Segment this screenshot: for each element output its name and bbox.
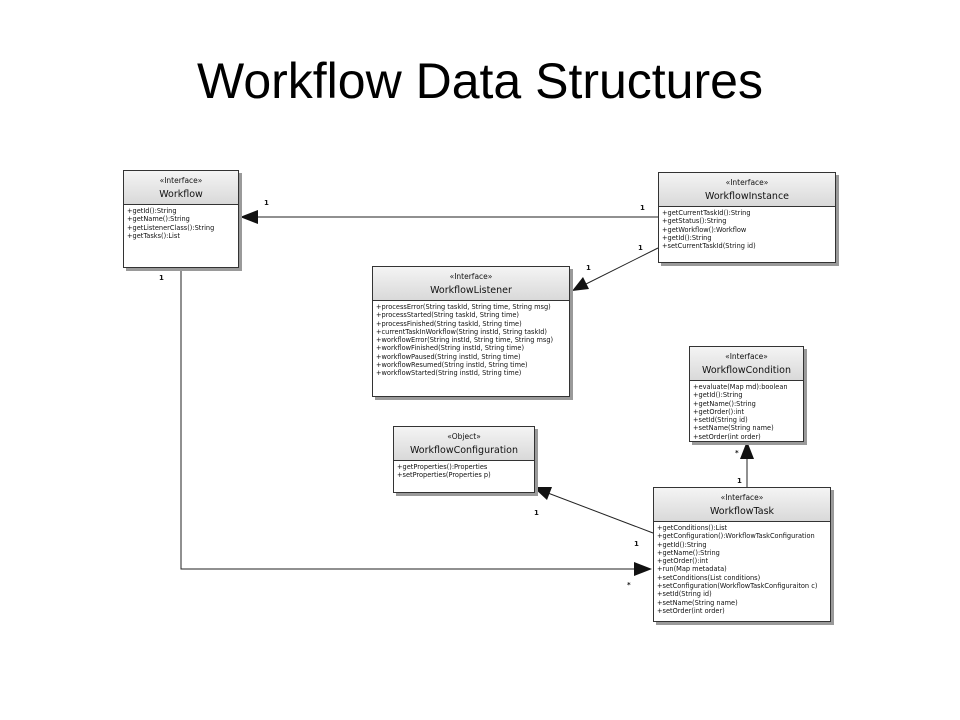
class-name: WorkflowTask [709,506,775,517]
class-workflow-task: «Interface» WorkflowTask +getConditions(… [653,487,831,622]
class-name: WorkflowInstance [704,191,790,202]
operations-list: +evaluate(Map md):boolean +getId():Strin… [690,381,803,443]
operation-item: +getName():String [657,548,720,557]
operation-item: +setOrder(int order) [657,606,725,615]
operation-item: +setProperties(Properties p) [397,471,491,480]
operation-item: +getId():String [657,540,707,549]
operation-item: +setId(String id) [693,416,748,425]
operation-item: +getName():String [127,215,190,224]
class-workflow-listener: «Interface» WorkflowListener +processErr… [372,266,570,397]
multiplicity-label: 1 [638,244,643,252]
class-workflow-condition: «Interface» WorkflowCondition +evaluate(… [689,346,804,442]
class-name: WorkflowCondition [702,365,791,376]
class-header: «Object» WorkflowConfiguration [394,427,534,461]
operations-list: +getConditions():List +getConfiguration(… [654,522,830,617]
arrowhead-task [634,562,652,576]
operation-item: +setCurrentTaskId(String id) [662,242,756,251]
operation-item: +getId():String [693,391,743,400]
class-workflow-instance: «Interface» WorkflowInstance +getCurrent… [658,172,836,263]
operation-item: +run(Map metadata) [657,565,727,574]
class-header: «Interface» Workflow [124,171,238,205]
operation-item: +workflowFinished(String instId, String … [376,344,525,353]
operation-item: +getOrder():int [693,407,745,416]
operations-list: +getCurrentTaskId():String +getStatus():… [659,207,835,252]
multiplicity-label: 1 [640,204,645,212]
class-workflow-configuration: «Object» WorkflowConfiguration +getPrope… [393,426,535,493]
class-header: «Interface» WorkflowListener [373,267,569,301]
operation-item: +processFinished(String taskId, String t… [376,319,522,328]
operation-item: +getConditions():List [657,524,728,532]
multiplicity-label: * [735,449,739,457]
multiplicity-label: 1 [534,509,539,517]
class-name: WorkflowConfiguration [409,445,519,456]
stereotype-label: «Object» [447,432,481,441]
stereotype-label: «Interface» [725,178,769,187]
class-workflow: «Interface» Workflow +getId():String +ge… [123,170,239,268]
operation-item: +getStatus():String [662,217,727,226]
operation-item: +processError(String taskId, String time… [376,303,551,311]
operation-item: +getName():String [693,399,756,408]
association-workflow-task [180,267,645,570]
operation-item: +setConfiguration(WorkflowTaskConfigurai… [657,582,818,591]
operation-item: +processStarted(String taskId, String ti… [376,311,520,320]
operation-item: +evaluate(Map md):boolean [693,383,788,391]
operation-item: +workflowStarted(String instId, String t… [376,369,522,378]
operation-item: +setConditions(List conditions) [657,573,761,582]
operation-item: +setId(String id) [657,590,712,599]
operation-item: +getTasks():List [127,231,180,240]
stereotype-label: «Interface» [449,272,493,281]
arrowhead-configuration [533,487,552,500]
multiplicity-label: 1 [737,477,742,485]
stereotype-label: «Interface» [159,176,203,185]
operations-list: +getId():String +getName():String +getLi… [124,205,238,242]
operation-item: +getId():String [127,207,177,215]
operations-list: +getProperties():Properties +setProperti… [394,461,534,482]
operation-item: +workflowPaused(String instId, String ti… [376,352,521,361]
multiplicity-label: 1 [264,199,269,207]
class-header: «Interface» WorkflowInstance [659,173,835,207]
arrowhead-listener [572,277,589,291]
stereotype-label: «Interface» [725,352,768,361]
operation-item: +getWorkflow():Workflow [662,225,747,234]
stereotype-label: «Interface» [720,493,764,502]
operation-item: +workflowError(String instId, String tim… [376,336,554,345]
multiplicity-label: * [627,581,631,589]
operation-item: +setName(String name) [657,598,738,607]
operation-item: +setOrder(int order) [693,432,761,441]
operation-item: +getCurrentTaskId():String [662,209,751,217]
operation-item: +getId():String [662,233,712,242]
arrowhead-workflow [240,210,258,224]
class-name: WorkflowListener [430,285,512,296]
slide-title: Workflow Data Structures [197,53,763,109]
operation-item: +workflowResumed(String instId, String t… [376,361,528,370]
operation-item: +setName(String name) [693,424,774,433]
arrowhead-condition [740,441,754,459]
multiplicity-label: 1 [634,540,639,548]
class-header: «Interface» WorkflowCondition [690,347,803,381]
operation-item: +getOrder():int [657,557,709,566]
association-instance-listener [579,247,659,288]
multiplicity-label: 1 [159,274,164,282]
association-task-configuration [539,489,654,534]
operations-list: +processError(String taskId, String time… [373,301,569,380]
operation-item: +currentTaskInWorkflow(String instId, St… [376,327,547,336]
operation-item: +getConfiguration():WorkflowTaskConfigur… [657,532,815,541]
multiplicity-label: 1 [586,264,591,272]
class-header: «Interface» WorkflowTask [654,488,830,522]
operation-item: +getProperties():Properties [397,463,488,471]
class-name: Workflow [159,189,203,200]
operation-item: +getListenerClass():String [127,223,215,232]
